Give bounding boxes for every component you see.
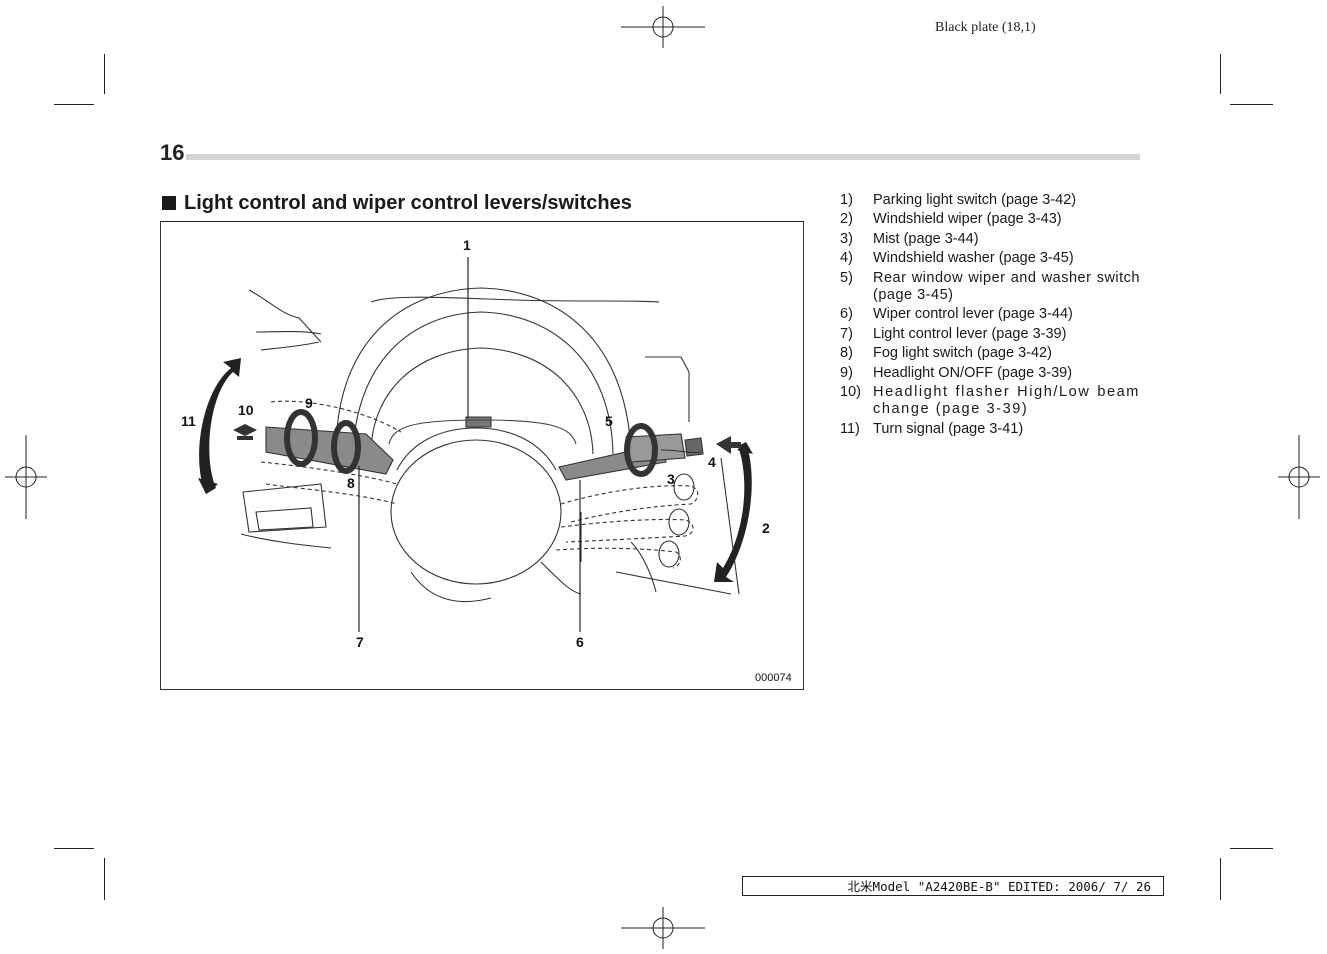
legend-text: Windshield washer (page 3-45) — [873, 250, 1140, 267]
registration-mark-bottom — [621, 907, 705, 949]
legend-number: 11) — [840, 421, 873, 438]
legend-number: 7) — [840, 326, 873, 343]
square-bullet-icon — [162, 196, 176, 210]
legend-number: 6) — [840, 306, 873, 323]
legend-text: Rear window wiper and washer switch (pag… — [873, 270, 1140, 305]
legend-item: 7)Light control lever (page 3-39) — [840, 326, 1140, 343]
dashboard-outline — [249, 290, 321, 342]
page-number: 16 — [160, 140, 184, 166]
edit-info-box: 北米Model "A2420BE-B" EDITED: 2006/ 7/ 26 — [742, 876, 1164, 896]
section-title-text: Light control and wiper control levers/s… — [184, 192, 632, 214]
registration-mark-right — [1278, 435, 1320, 519]
legend-number: 10) — [840, 384, 873, 419]
legend-number: 5) — [840, 270, 873, 305]
callout-5: 5 — [605, 413, 613, 429]
legend-text: Headlight ON/OFF (page 3-39) — [873, 365, 1140, 382]
legend-text: Turn signal (page 3-41) — [873, 421, 1140, 438]
legend-text: Windshield wiper (page 3-43) — [873, 211, 1140, 228]
steering-wheel-illustration: 1 2 3 4 5 6 7 8 9 10 11 000074 — [161, 222, 803, 689]
callout-9: 9 — [305, 395, 313, 411]
legend-number: 9) — [840, 365, 873, 382]
callout-6: 6 — [576, 634, 584, 650]
legend-item: 3)Mist (page 3-44) — [840, 231, 1140, 248]
legend-text: Fog light switch (page 3-42) — [873, 345, 1140, 362]
callout-1: 1 — [463, 237, 471, 253]
legend-text: Wiper control lever (page 3-44) — [873, 306, 1140, 323]
callout-2: 2 — [762, 520, 770, 536]
callout-3: 3 — [667, 471, 675, 487]
legend-item: 5)Rear window wiper and washer switch (p… — [840, 270, 1140, 305]
callout-8: 8 — [347, 475, 355, 491]
legend-number: 8) — [840, 345, 873, 362]
registration-mark-top — [621, 6, 705, 48]
legend-item: 6)Wiper control lever (page 3-44) — [840, 306, 1140, 323]
legend-number: 4) — [840, 250, 873, 267]
wiper-arrow — [714, 442, 753, 582]
legend-number: 3) — [840, 231, 873, 248]
legend-text: Mist (page 3-44) — [873, 231, 1140, 248]
plate-label: Black plate (18,1) — [935, 20, 1036, 36]
washer-push-arrow — [716, 436, 741, 454]
legend-text: Light control lever (page 3-39) — [873, 326, 1140, 343]
page-header-bar — [186, 154, 1140, 160]
legend-item: 2)Windshield wiper (page 3-43) — [840, 211, 1140, 228]
figure-code: 000074 — [755, 672, 792, 684]
registration-mark-left — [5, 435, 47, 519]
airbag-hub — [391, 440, 561, 584]
legend-item: 11)Turn signal (page 3-41) — [840, 421, 1140, 438]
legend-number: 2) — [840, 211, 873, 228]
legend-item: 8)Fog light switch (page 3-42) — [840, 345, 1140, 362]
flasher-arrow — [233, 424, 257, 440]
turn-signal-arrow — [198, 358, 241, 494]
legend-item: 10)Headlight flasher High/Low beam chang… — [840, 384, 1140, 419]
legend-list: 1)Parking light switch (page 3-42) 2)Win… — [840, 192, 1140, 440]
legend-number: 1) — [840, 192, 873, 209]
callout-11: 11 — [181, 413, 196, 429]
legend-item: 9)Headlight ON/OFF (page 3-39) — [840, 365, 1140, 382]
callout-7: 7 — [356, 634, 364, 650]
section-title: Light control and wiper control levers/s… — [162, 192, 632, 215]
callout-4: 4 — [708, 454, 716, 470]
legend-text: Parking light switch (page 3-42) — [873, 192, 1140, 209]
steering-column-figure: 1 2 3 4 5 6 7 8 9 10 11 000074 — [160, 222, 804, 690]
callout-10: 10 — [238, 402, 254, 418]
legend-item: 4)Windshield washer (page 3-45) — [840, 250, 1140, 267]
legend-item: 1)Parking light switch (page 3-42) — [840, 192, 1140, 209]
legend-text: Headlight flasher High/Low beam change (… — [873, 384, 1140, 419]
